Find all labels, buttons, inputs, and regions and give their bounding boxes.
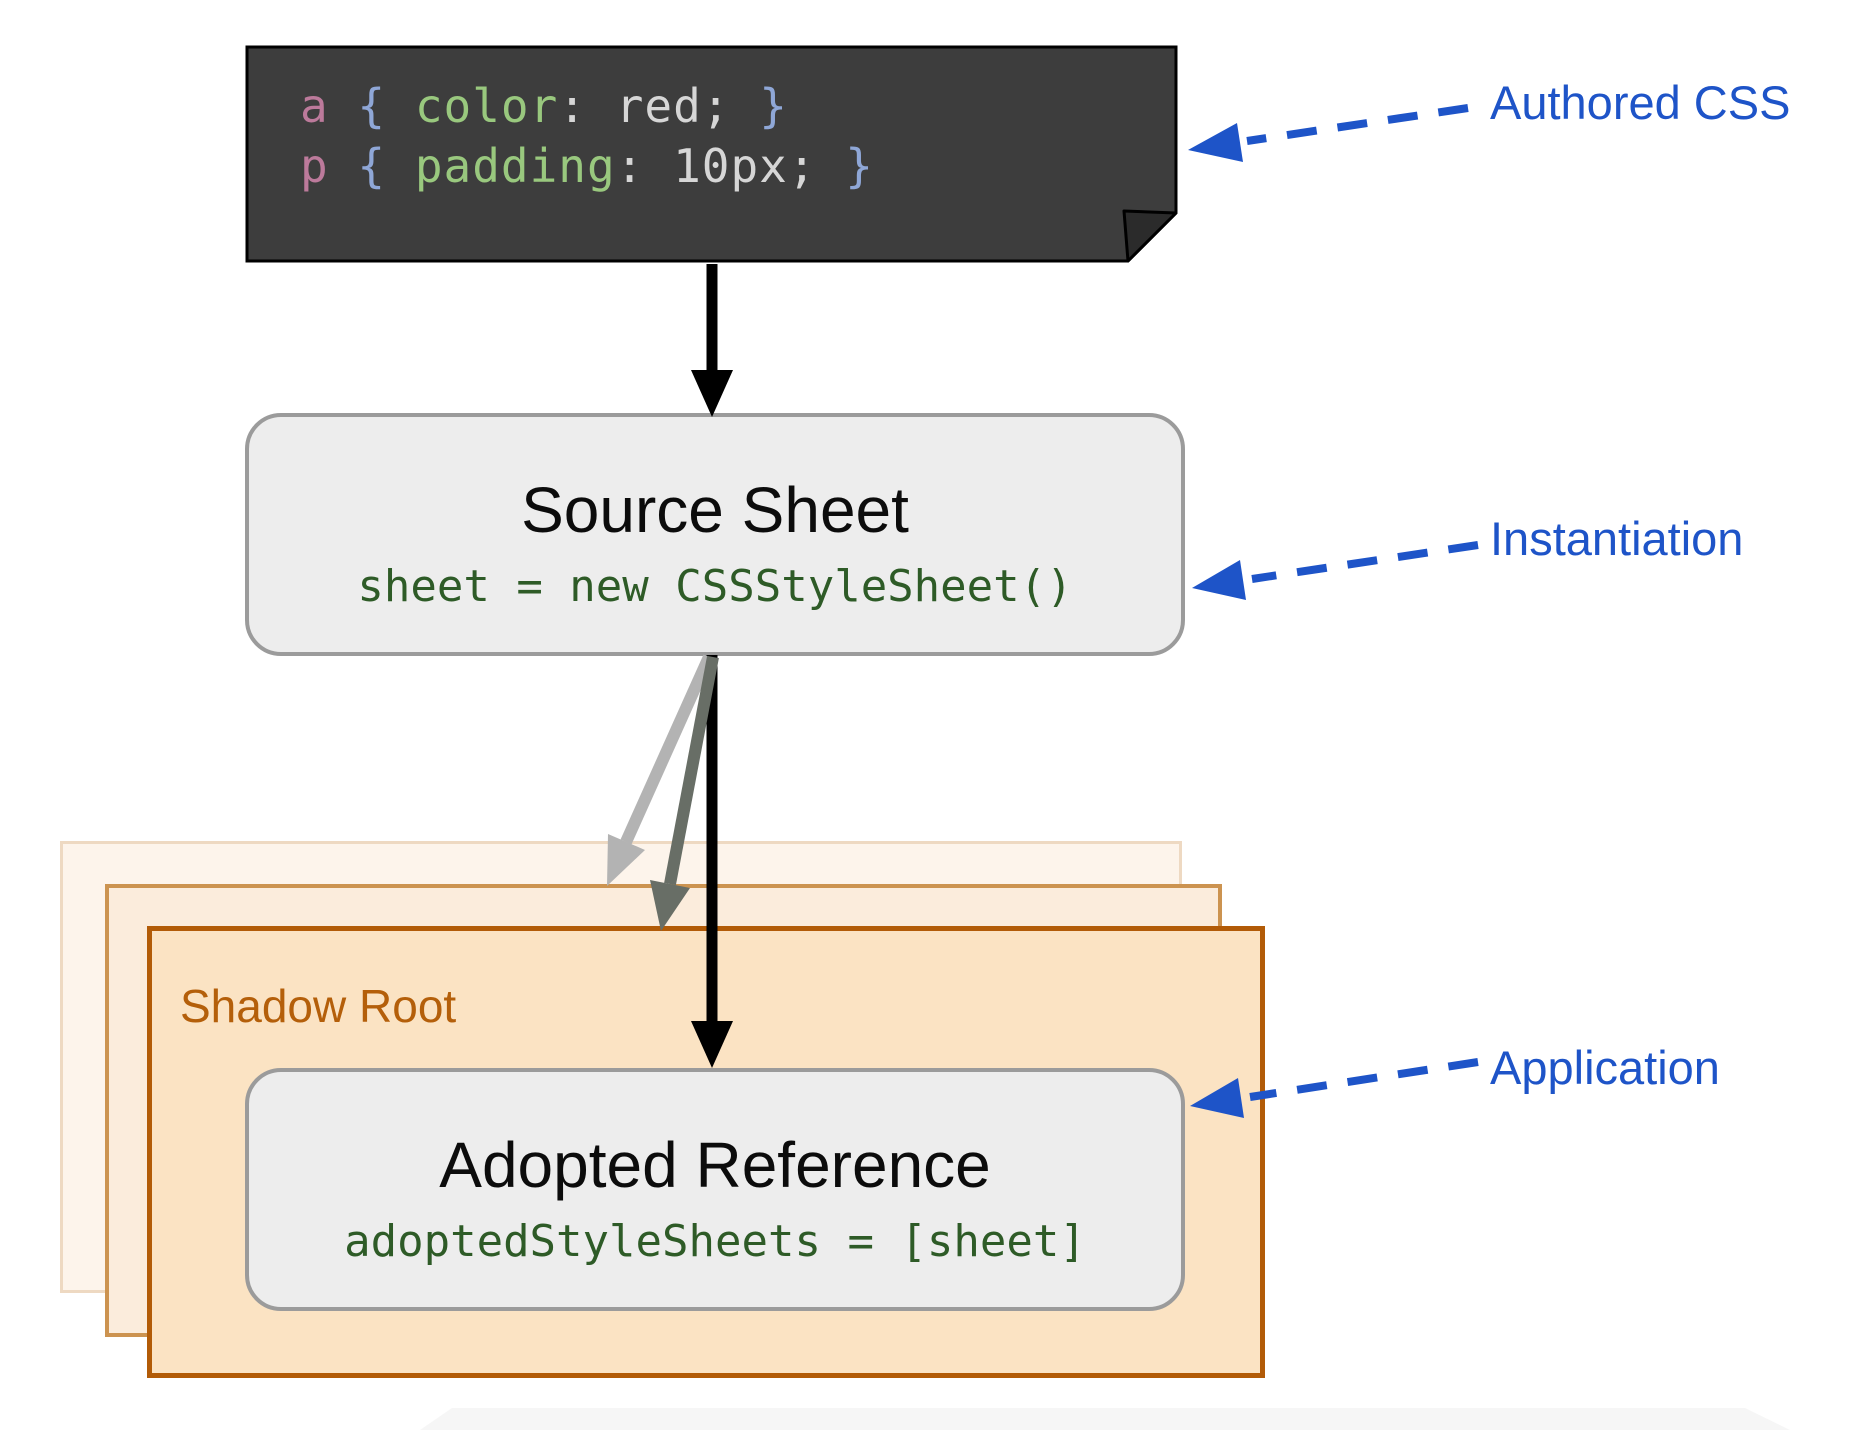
callout-arrow-instantiation <box>1192 541 1479 600</box>
authored-css-label: Authored CSS <box>1490 76 1791 129</box>
adopted-reference-box: Adopted Reference adoptedStyleSheets = [… <box>245 1068 1185 1311</box>
css-rule-line: a { color: red; } <box>300 79 788 133</box>
instantiation-label: Instantiation <box>1490 512 1744 565</box>
authored-css-code: a { color: red; } p { padding: 10px; } <box>300 76 874 196</box>
bottom-edge-strip <box>420 1408 1790 1430</box>
shadow-root-label: Shadow Root <box>180 980 457 1032</box>
source-sheet-code: sheet = new CSSStyleSheet() <box>357 561 1073 612</box>
callout-arrow-authored-css <box>1188 104 1469 162</box>
page-fold-corner <box>1122 209 1178 263</box>
application-label: Application <box>1490 1041 1720 1094</box>
source-sheet-title: Source Sheet <box>521 474 909 546</box>
adopted-reference-title: Adopted Reference <box>439 1129 991 1201</box>
css-rule-line: p { padding: 10px; } <box>300 139 874 193</box>
adopted-reference-code: adoptedStyleSheets = [sheet] <box>344 1216 1086 1267</box>
source-sheet-box: Source Sheet sheet = new CSSStyleSheet() <box>245 413 1185 656</box>
flow-arrow-authored-to-source <box>691 264 733 417</box>
